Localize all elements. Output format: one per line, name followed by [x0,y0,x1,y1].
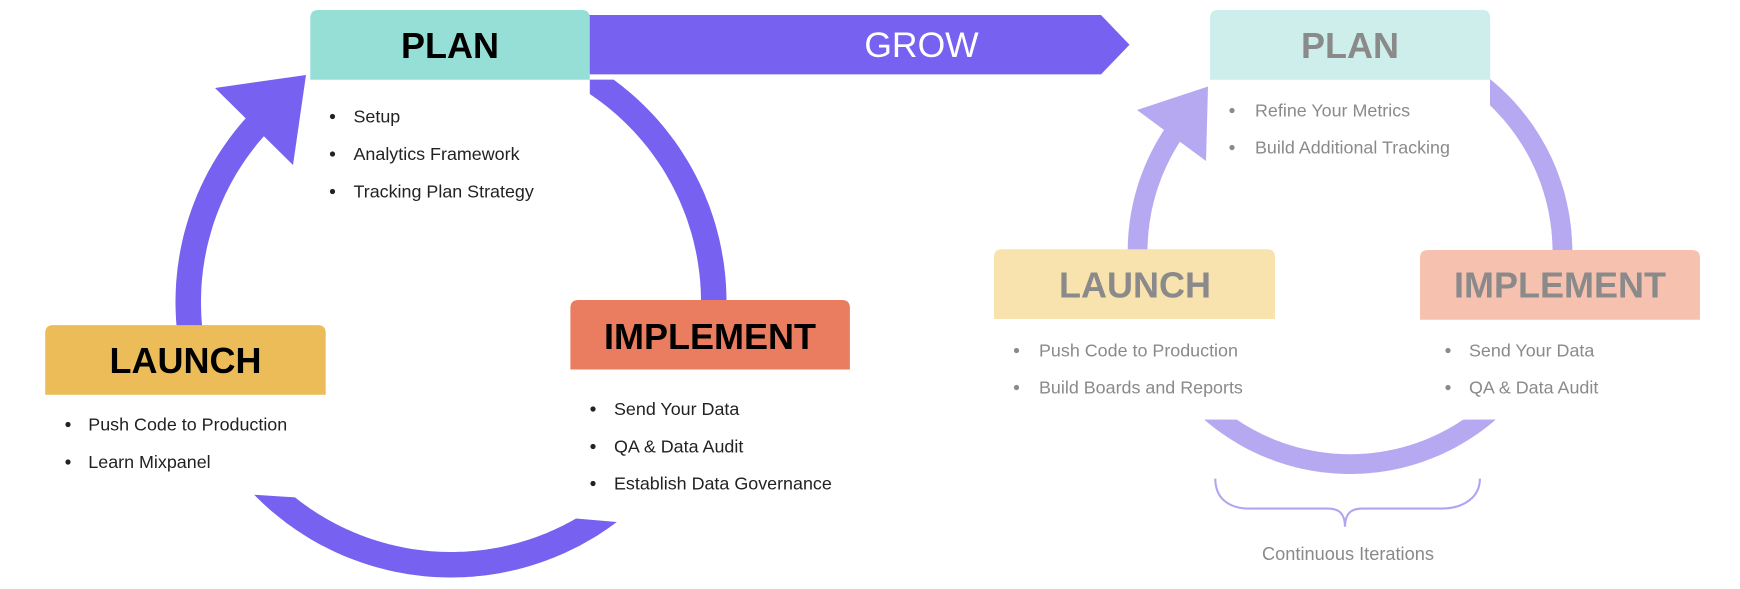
svg-text:Setup: Setup [354,107,401,127]
svg-text:Tracking Plan Strategy: Tracking Plan Strategy [354,182,534,202]
svg-text:LAUNCH: LAUNCH [110,340,262,381]
svg-text:Continuous Iterations: Continuous Iterations [1262,544,1434,564]
svg-text:IMPLEMENT: IMPLEMENT [604,316,816,357]
svg-text:Push Code to Production: Push Code to Production [88,415,287,435]
svg-text:QA & Data Audit: QA & Data Audit [614,437,743,457]
svg-text:GROW: GROW [864,25,979,65]
svg-text:Build Additional Tracking: Build Additional Tracking [1255,138,1450,158]
svg-text:Learn Mixpanel: Learn Mixpanel [88,452,210,472]
svg-text:PLAN: PLAN [401,25,499,66]
svg-text:LAUNCH: LAUNCH [1059,264,1211,305]
svg-text:Send Your Data: Send Your Data [1469,341,1594,361]
svg-text:IMPLEMENT: IMPLEMENT [1454,264,1666,305]
svg-text:QA & Data Audit: QA & Data Audit [1469,378,1598,398]
svg-text:PLAN: PLAN [1301,25,1399,66]
svg-text:Build Boards and Reports: Build Boards and Reports [1039,378,1243,398]
svg-text:Refine Your Metrics: Refine Your Metrics [1255,101,1410,121]
svg-text:Analytics Framework: Analytics Framework [354,144,520,164]
svg-text:Send Your Data: Send Your Data [614,399,739,419]
svg-text:Push Code to Production: Push Code to Production [1039,341,1238,361]
svg-text:Establish Data Governance: Establish Data Governance [614,474,832,494]
